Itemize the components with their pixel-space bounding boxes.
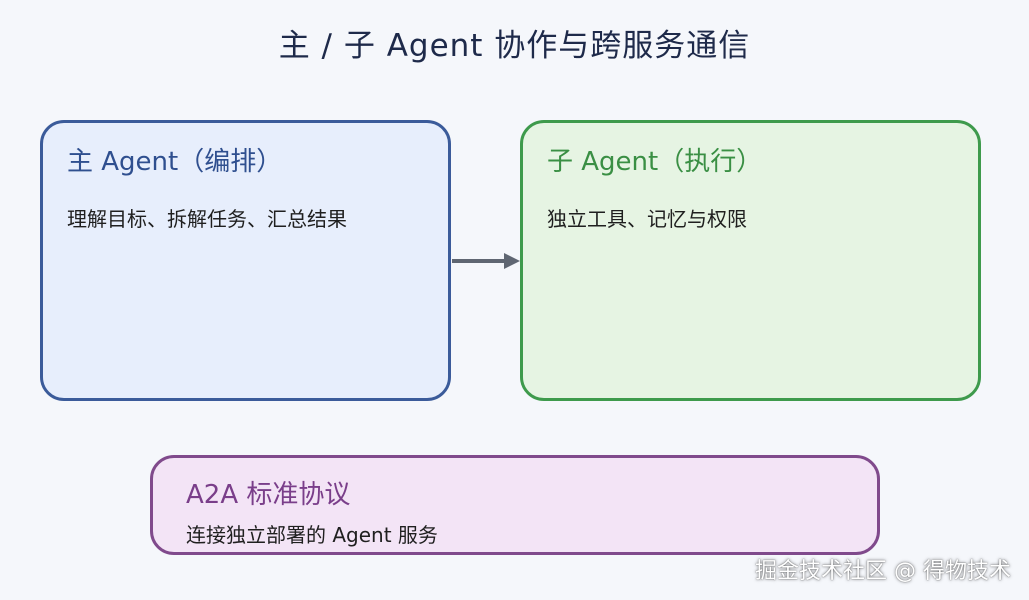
- arrow-head: [504, 253, 520, 269]
- arrow-main-to-sub: [452, 253, 520, 269]
- watermark: 掘金技术社区 @ 得物技术: [755, 559, 1011, 584]
- main-agent-box: 主 Agent（编排） 理解目标、拆解任务、汇总结果: [40, 120, 451, 401]
- main-agent-description: 理解目标、拆解任务、汇总结果: [67, 207, 347, 231]
- sub-agent-title: 子 Agent（执行）: [547, 147, 763, 177]
- diagram-title: 主 / 子 Agent 协作与跨服务通信: [278, 28, 751, 64]
- main-agent-title: 主 Agent（编排）: [67, 147, 283, 177]
- sub-agent-description: 独立工具、记忆与权限: [547, 207, 747, 231]
- sub-agent-box: 子 Agent（执行） 独立工具、记忆与权限: [520, 120, 981, 401]
- a2a-protocol-title: A2A 标准协议: [186, 480, 351, 510]
- a2a-protocol-box: A2A 标准协议 连接独立部署的 Agent 服务: [150, 455, 880, 555]
- a2a-protocol-description: 连接独立部署的 Agent 服务: [186, 523, 438, 547]
